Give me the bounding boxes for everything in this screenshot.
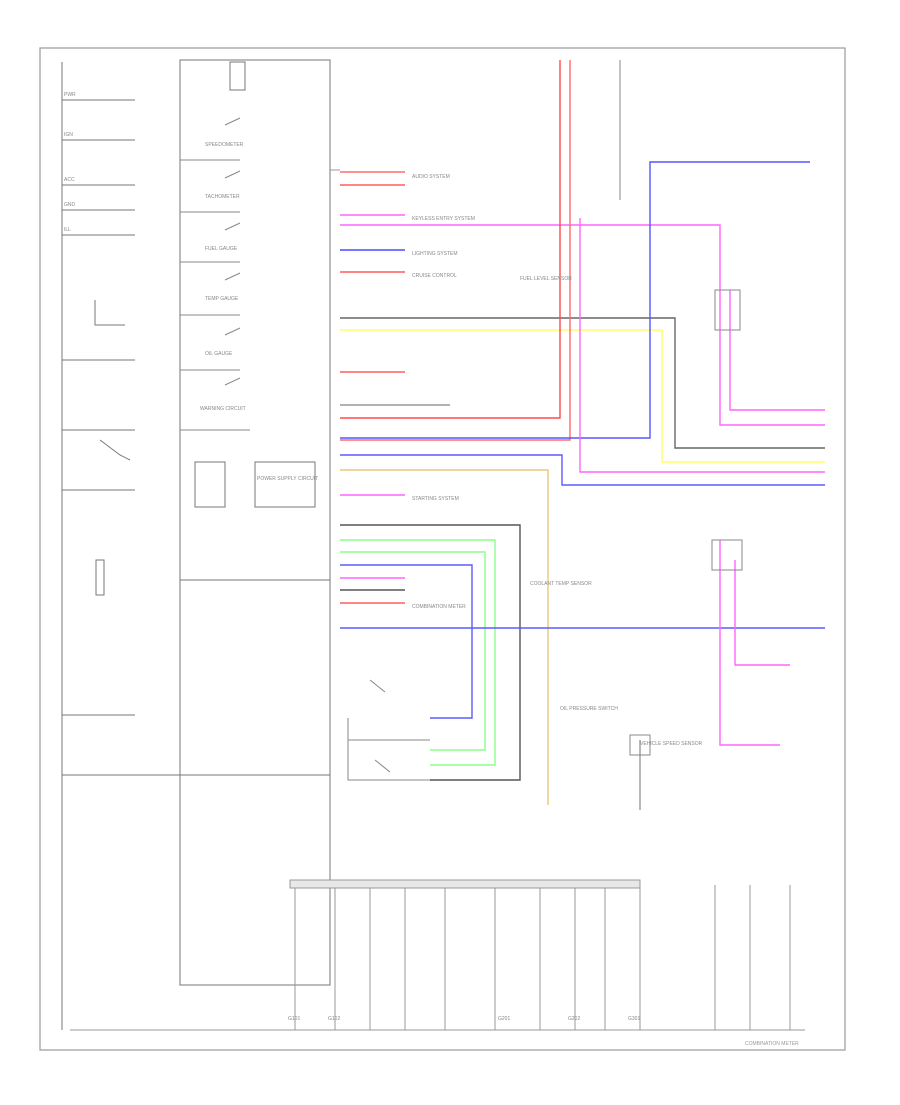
sensor-label: FUEL LEVEL SENSOR (520, 276, 572, 282)
system-label: STARTING SYSTEM (412, 496, 459, 502)
sensor-label: OIL PRESSURE SWITCH (560, 706, 618, 712)
ground-label: G102 (328, 1016, 340, 1022)
left-connector-labels: PWR IGN ACC GND ILL (64, 92, 76, 233)
gauge-label: SPEEDOMETER (205, 142, 244, 148)
gauge-labels: SPEEDOMETER TACHOMETER FUEL GAUGE TEMP G… (200, 142, 318, 482)
ground-label: G301 (628, 1016, 640, 1022)
ground-labels: G101 G102 G201 G202 G301 (288, 1016, 640, 1022)
connector-label: GND (64, 202, 76, 208)
combination-meter-module (179, 59, 331, 986)
ground-label: G101 (288, 1016, 300, 1022)
ground-bus (70, 879, 805, 1031)
sensor-label: COOLANT TEMP SENSOR (530, 581, 592, 587)
connector-label: ACC (64, 177, 75, 183)
system-label: CRUISE CONTROL (412, 273, 457, 279)
diagram-border (39, 47, 846, 1051)
gauge-label: FUEL GAUGE (205, 246, 238, 252)
gauge-label: OIL GAUGE (205, 351, 233, 357)
connector-label: IGN (64, 132, 73, 138)
ground-label: G201 (498, 1016, 510, 1022)
circuit-label: POWER SUPPLY CIRCUIT (257, 476, 318, 482)
connector-label: ILL (64, 227, 71, 233)
circuit-label: WARNING CIRCUIT (200, 406, 246, 412)
system-label: KEYLESS ENTRY SYSTEM (412, 216, 475, 222)
sensor-label: VEHICLE SPEED SENSOR (640, 741, 703, 747)
footer-label: COMBINATION METER (745, 1041, 799, 1047)
ground-label: G202 (568, 1016, 580, 1022)
system-label: COMBINATION METER (412, 604, 466, 610)
connector-label: PWR (64, 92, 76, 98)
sensor-labels: FUEL LEVEL SENSOR COOLANT TEMP SENSOR OI… (520, 276, 703, 747)
system-label: LIGHTING SYSTEM (412, 251, 458, 257)
system-label: AUDIO SYSTEM (412, 174, 450, 180)
system-labels: AUDIO SYSTEM KEYLESS ENTRY SYSTEM LIGHTI… (412, 174, 475, 610)
gauge-switches (180, 117, 250, 431)
left-connector-column (61, 62, 330, 1030)
gauge-label: TACHOMETER (205, 194, 240, 200)
light-control-switch (347, 679, 430, 781)
wire-harness (340, 60, 825, 810)
gauge-label: TEMP GAUGE (205, 296, 239, 302)
right-connectors (629, 289, 743, 756)
